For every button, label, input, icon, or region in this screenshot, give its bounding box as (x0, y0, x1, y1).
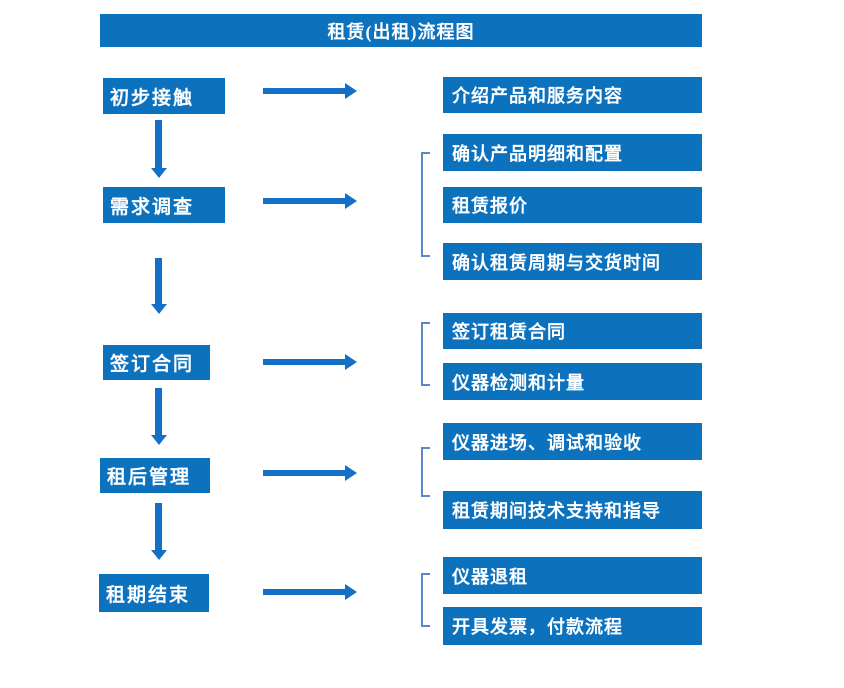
arrow-head-icon (151, 550, 167, 560)
arrow-right-5 (263, 584, 357, 600)
detail-box-instrument-testing: 仪器检测和计量 (443, 363, 702, 400)
arrow-head-icon (151, 168, 167, 178)
step-box-sign-contract: 签订合同 (103, 345, 210, 380)
arrow-head-icon (345, 584, 357, 600)
bracket-group-demand-survey (421, 152, 430, 257)
arrow-head-icon (151, 435, 167, 445)
arrow-shaft (263, 470, 346, 476)
bracket-group-post-rental (421, 447, 430, 497)
step-box-initial-contact: 初步接触 (103, 78, 225, 114)
arrow-head-icon (345, 83, 357, 99)
arrow-right-2 (263, 193, 357, 209)
detail-box-instrument-return: 仪器退租 (443, 557, 702, 594)
arrow-right-1 (263, 83, 357, 99)
arrow-head-icon (345, 465, 357, 481)
step-box-rental-end: 租期结束 (99, 574, 209, 612)
arrow-shaft (155, 258, 162, 305)
arrow-shaft (263, 359, 346, 365)
arrow-shaft (155, 120, 162, 169)
flowchart-title: 租赁(出租)流程图 (100, 14, 702, 47)
arrow-down-2 (151, 258, 167, 314)
arrow-shaft (155, 388, 162, 436)
detail-box-rental-quote: 租赁报价 (443, 187, 702, 223)
arrow-right-3 (263, 354, 357, 370)
arrow-down-3 (151, 388, 167, 445)
detail-box-confirm-product-config: 确认产品明细和配置 (443, 134, 702, 171)
arrow-head-icon (151, 304, 167, 314)
detail-box-tech-support: 租赁期间技术支持和指导 (443, 491, 702, 529)
bracket-group-rental-end (421, 573, 430, 627)
bracket-group-sign-contract (421, 322, 430, 386)
step-box-demand-survey: 需求调查 (103, 187, 225, 223)
arrow-shaft (263, 589, 346, 595)
arrow-shaft (263, 88, 346, 94)
arrow-head-icon (345, 193, 357, 209)
arrow-down-1 (151, 120, 167, 178)
arrow-shaft (155, 503, 162, 551)
detail-box-instrument-setup-acceptance: 仪器进场、调试和验收 (443, 423, 702, 460)
detail-box-introduce-products: 介绍产品和服务内容 (443, 77, 702, 113)
detail-box-confirm-period-delivery: 确认租赁周期与交货时间 (443, 243, 702, 280)
arrow-right-4 (263, 465, 357, 481)
detail-box-invoice-payment: 开具发票，付款流程 (443, 607, 702, 645)
arrow-head-icon (345, 354, 357, 370)
step-box-post-rental-management: 租后管理 (100, 458, 210, 493)
arrow-down-4 (151, 503, 167, 560)
detail-box-sign-rental-contract: 签订租赁合同 (443, 313, 702, 349)
arrow-shaft (263, 198, 346, 204)
